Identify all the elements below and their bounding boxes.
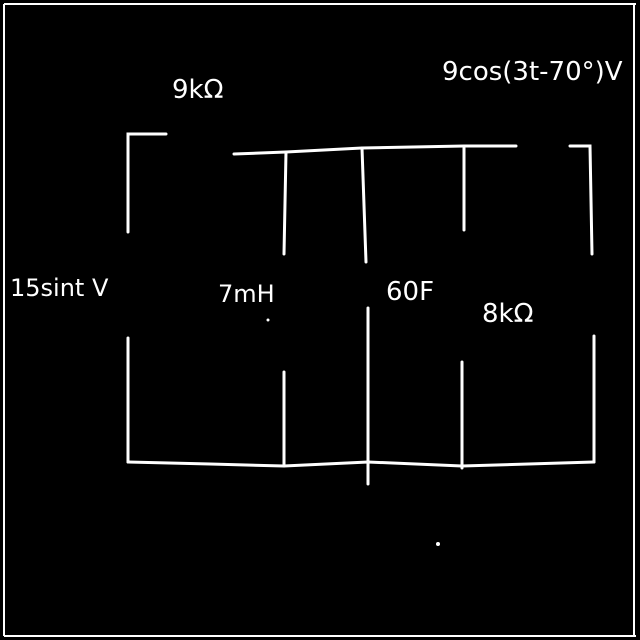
label-resistor-top: 9kΩ: [172, 75, 223, 105]
wire-inductor-top: [282, 150, 288, 256]
wire-top: [232, 144, 518, 156]
label-resistor-right: 8kΩ: [482, 299, 533, 329]
wire-bottom: [126, 460, 596, 468]
wire-capacitor-top: [360, 146, 368, 264]
label-source-top-right: 9cos(3t-70°)V: [442, 57, 623, 87]
label-capacitor: 60F: [386, 277, 434, 307]
label-source-left: 15sint V: [10, 274, 109, 302]
wire-top-left: [126, 132, 168, 234]
label-inductor: 7mH: [218, 280, 275, 308]
wire-top-right: [568, 144, 594, 256]
stray-dot: [436, 542, 440, 546]
stray-dot: [266, 318, 270, 322]
